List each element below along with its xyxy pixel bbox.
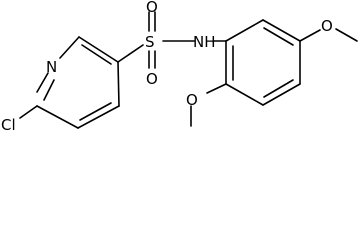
atom-o-methoxy-bottom: O <box>186 91 198 109</box>
atom-nh: NH <box>193 33 216 51</box>
bond-r4-r5 <box>262 83 301 106</box>
bond-c3-s <box>117 44 144 63</box>
atom-o-methoxy-top: O <box>321 17 333 35</box>
structure-diagram: Cl N S O O NH O O <box>1 0 358 134</box>
bond-r5-r6 <box>225 83 264 106</box>
double-bond-c1-n <box>43 79 55 101</box>
double-bond-r2-r3 <box>263 27 294 46</box>
bond-c1-cl <box>19 105 38 119</box>
double-bond-c2-c3 <box>81 44 112 65</box>
bond-n-c2 <box>59 36 80 59</box>
atom-cl: Cl <box>1 116 16 134</box>
bond-r3-o-top <box>299 29 321 42</box>
dimethoxyphenyl-ring <box>212 19 301 106</box>
bond-c3-c4 <box>117 61 120 107</box>
bond-c5-c1 <box>36 105 79 129</box>
bond-c1-n <box>36 72 49 93</box>
bond-r6-o-bottom <box>206 83 227 94</box>
atom-o-top: O <box>146 0 158 16</box>
bond-o-top-methyl <box>335 28 358 42</box>
pyridine-ring <box>36 36 120 129</box>
atom-s: S <box>145 33 155 51</box>
bond-c2-c3 <box>78 36 119 63</box>
bond-r2-r3 <box>262 19 301 42</box>
double-bond-c4-c5 <box>79 102 112 121</box>
double-bond-r4-r5 <box>263 79 294 98</box>
atom-n-pyridine: N <box>46 58 57 76</box>
bond-r1-r2 <box>225 19 264 42</box>
bond-c4-c5 <box>77 105 120 129</box>
molecule-drawing: Cl N S O O NH O O <box>1 0 358 134</box>
atom-o-bottom: O <box>146 70 158 88</box>
